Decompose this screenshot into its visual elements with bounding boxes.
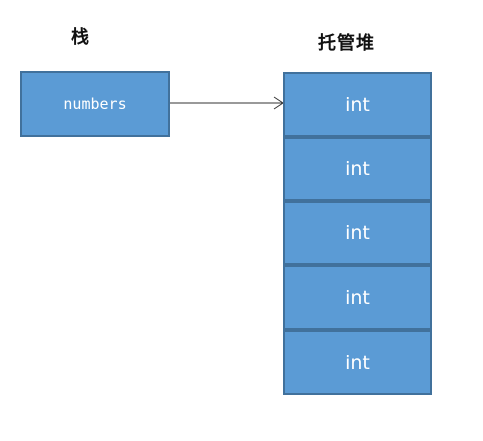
heap-cell: int <box>283 330 432 395</box>
heap-cell-label: int <box>345 222 370 244</box>
heap-cell: int <box>283 137 432 201</box>
managed-heap-title: 托管堆 <box>318 33 375 54</box>
stack-variable-box: numbers <box>20 71 170 137</box>
heap-cell-label: int <box>345 351 370 374</box>
stack-title: 栈 <box>71 27 89 48</box>
heap-cell: int <box>283 201 432 265</box>
stack-variable-label: numbers <box>63 95 127 113</box>
heap-cell-label: int <box>345 286 370 309</box>
heap-cell: int <box>283 72 432 137</box>
heap-cell: int <box>283 265 432 330</box>
heap-cell-label: int <box>345 93 370 116</box>
heap-cell-label: int <box>345 158 370 180</box>
